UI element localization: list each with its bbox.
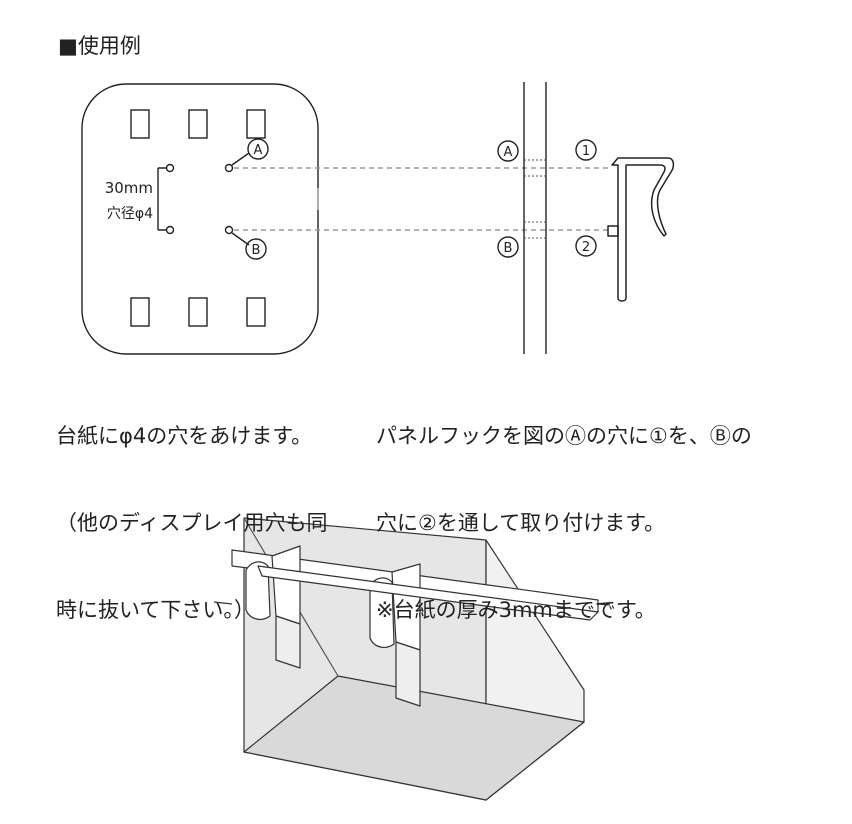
leader-line xyxy=(231,232,250,246)
board-floor xyxy=(243,675,585,801)
hole xyxy=(165,163,175,173)
hook-right-tab xyxy=(395,641,421,707)
hook-body xyxy=(611,157,675,302)
dimension-label: 30mm xyxy=(105,179,153,197)
hook-marker-1-circle xyxy=(575,139,597,161)
board-side-view xyxy=(497,82,597,354)
caption-right-line: 穴に②を通して取り付けます。 xyxy=(376,511,666,535)
hook-marker-2-circle xyxy=(575,235,597,257)
hook-lower-pin xyxy=(607,225,619,237)
panel-hook-profile xyxy=(607,157,675,302)
board-outline xyxy=(81,83,319,355)
hole xyxy=(165,225,175,235)
rail-end-left xyxy=(213,601,233,605)
rail-front-face xyxy=(257,565,599,621)
side-marker-a-circle xyxy=(497,140,519,162)
section-title: ■使用例 xyxy=(58,34,141,58)
through-holes xyxy=(524,159,546,239)
hook-marker-1: 1 xyxy=(582,144,590,159)
marker-b: B xyxy=(252,243,261,258)
side-marker-a: A xyxy=(504,145,513,160)
display-hole xyxy=(130,297,150,327)
caption-right-line: ※台紙の厚み3mmまでです。 xyxy=(376,598,656,622)
hole-a xyxy=(224,163,234,173)
hook-left-tab xyxy=(275,615,301,669)
board-diagram xyxy=(81,83,319,355)
hook-right-clip xyxy=(369,577,395,648)
marker-a-circle xyxy=(247,138,269,160)
display-hole xyxy=(130,109,150,139)
caption-left-line: 台紙にφ4の穴をあけます。 xyxy=(56,424,313,448)
display-hole xyxy=(246,109,266,139)
hole-b xyxy=(224,225,234,235)
marker-a: A xyxy=(254,143,263,158)
display-hole xyxy=(188,297,208,327)
display-hole xyxy=(188,109,208,139)
caption-right-line: パネルフックを図のⒶの穴に①を、Ⓑの xyxy=(376,424,752,448)
marker-b-circle xyxy=(245,238,267,260)
guide-lines xyxy=(234,167,612,231)
dimension-bracket xyxy=(157,167,166,231)
side-marker-b-circle xyxy=(497,236,519,258)
caption-left-line: （他のディスプレイ用穴も同 xyxy=(56,511,328,535)
hole-diameter-label: 穴径φ4 xyxy=(107,206,153,222)
rail-end-right xyxy=(597,603,611,606)
leader-line xyxy=(231,152,250,166)
usage-illustration xyxy=(213,517,611,801)
caption-left: 台紙にφ4の穴をあけます。 （他のディスプレイ用穴も同 時に抜いて下さい。） xyxy=(56,364,328,654)
caption-right: パネルフックを図のⒶの穴に①を、Ⓑの 穴に②を通して取り付けます。 ※台紙の厚み… xyxy=(376,364,752,654)
caption-left-line: 時に抜いて下さい。） xyxy=(56,598,255,622)
side-marker-b: B xyxy=(504,241,513,256)
hook-marker-2: 2 xyxy=(582,240,590,255)
display-hole xyxy=(246,297,266,327)
